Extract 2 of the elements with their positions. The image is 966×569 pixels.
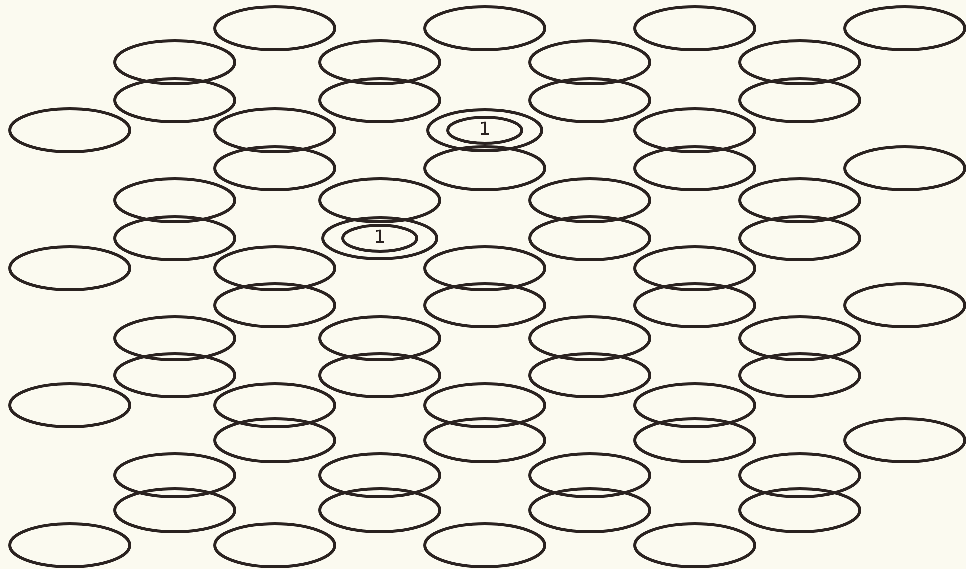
ellipse-number: 1 [374,228,386,248]
ellipse-number: 1 [479,120,491,140]
